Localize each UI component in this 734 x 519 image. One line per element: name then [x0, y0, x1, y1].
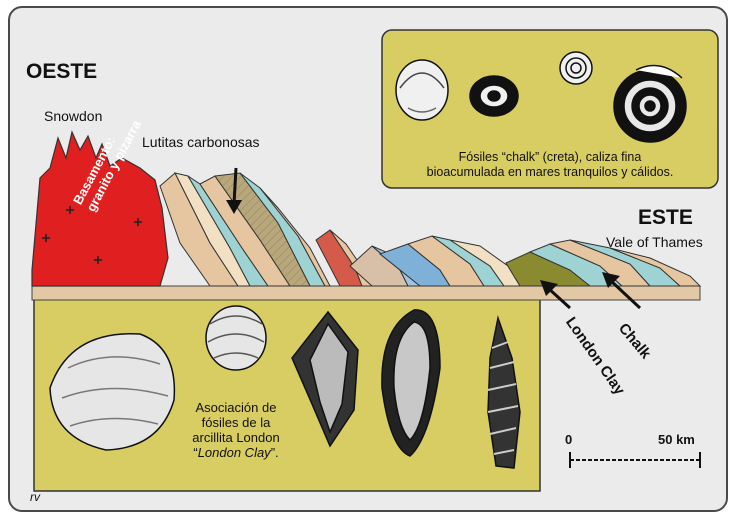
- london-clay-fossil-caption: Asociación de fósiles de la arcillita Lo…: [170, 400, 302, 460]
- cross-section-diagram: [10, 8, 726, 510]
- folded-strata-middle: [316, 230, 520, 286]
- carbonaceous-arrow: [234, 168, 236, 204]
- geologic-cross-section-card: OESTE Snowdon Lutitas carbonosas Basamen…: [8, 6, 728, 512]
- london-clay-italic: London Clay: [198, 445, 271, 460]
- bivalve-fossil-icon: [396, 60, 448, 120]
- ground-base: [32, 286, 700, 300]
- east-label: ESTE: [638, 206, 693, 230]
- vale-of-thames-label: Vale of Thames: [606, 234, 703, 250]
- chalk-caption-line2: bioacumulada en mares tranquilos y cálid…: [386, 165, 714, 180]
- snowdon-label: Snowdon: [44, 108, 102, 124]
- scale-end-label: 50 km: [658, 432, 695, 447]
- quote-close: ”.: [271, 445, 279, 460]
- london-clay-caption-line2: fósiles de la: [170, 415, 302, 430]
- snail-fossil-icon: [470, 76, 518, 116]
- london-clay-caption-line1: Asociación de: [170, 400, 302, 415]
- london-clay-caption-line4: “London Clay”.: [170, 445, 302, 460]
- small-ammonite-icon: [560, 52, 592, 84]
- chalk-caption-line1: Fósiles “chalk” (creta), caliza fina: [386, 150, 714, 165]
- carbonaceous-shale-label: Lutitas carbonosas: [142, 134, 260, 150]
- london-clay-caption-line3: arcillita London: [170, 430, 302, 445]
- chalk-fossil-caption: Fósiles “chalk” (creta), caliza fina bio…: [386, 150, 714, 180]
- scale-start-label: 0: [565, 432, 572, 447]
- round-gastropod-icon: [206, 306, 266, 370]
- author-initials: rv: [30, 490, 40, 504]
- scale-bar: [570, 452, 700, 468]
- west-label: OESTE: [26, 60, 97, 84]
